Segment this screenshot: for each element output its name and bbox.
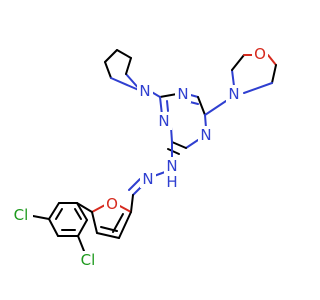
bond <box>91 211 98 234</box>
atom-cl-ortho: Cl <box>81 251 96 269</box>
atom-n-hydrazone-2: N <box>142 170 153 188</box>
atom-n-triazine-top: N <box>177 85 188 103</box>
bond <box>204 100 227 116</box>
atom-n-hydrazone-1: N <box>166 157 177 175</box>
atom-o-furan: O <box>106 195 118 213</box>
bond <box>76 202 88 221</box>
bond <box>112 213 124 233</box>
bond <box>74 208 82 220</box>
bond <box>104 61 112 79</box>
bond <box>167 148 180 155</box>
atom-n-pyrrolidine: N <box>139 82 150 100</box>
bond <box>77 235 85 252</box>
atom-n-triazine-right: N <box>200 126 211 144</box>
bond <box>267 54 277 66</box>
bond <box>128 178 141 191</box>
atom-cl-para: Cl <box>14 206 29 224</box>
bond <box>197 96 206 116</box>
atom-h-hydrazone: H <box>166 173 177 191</box>
bond <box>204 114 207 129</box>
bond <box>48 202 60 220</box>
bond <box>231 54 245 71</box>
bond <box>32 215 50 220</box>
bond <box>130 194 134 213</box>
bond <box>231 69 235 87</box>
bond-layer <box>32 49 277 252</box>
bond <box>189 101 199 105</box>
bond <box>166 100 169 112</box>
bond <box>104 49 118 63</box>
bond <box>185 139 199 149</box>
bond <box>96 232 120 239</box>
atom-n-morpholine: N <box>228 85 239 103</box>
bond <box>243 82 273 94</box>
bond <box>116 49 132 59</box>
bond <box>125 57 132 75</box>
bond <box>118 211 132 239</box>
bond <box>77 219 88 237</box>
bond <box>117 204 132 213</box>
atom-labels: N N N N N O N H N O Cl Cl <box>9 45 268 269</box>
atom-n-triazine-left: N <box>158 112 169 130</box>
molecule-diagram: N N N N N O N H N O Cl Cl <box>9 45 277 269</box>
bond <box>110 77 142 92</box>
atom-o-morpholine: O <box>254 45 266 63</box>
bond <box>91 204 106 213</box>
bond <box>55 208 63 220</box>
bond <box>48 218 59 237</box>
bond <box>159 93 178 98</box>
bond <box>271 64 277 84</box>
bond <box>76 202 93 213</box>
bond <box>171 141 187 149</box>
